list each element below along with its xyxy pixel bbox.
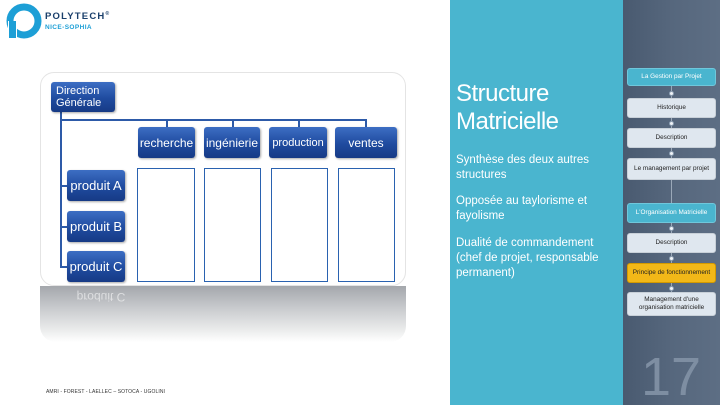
- product-connector: [60, 185, 67, 187]
- product-box-a: produit A: [67, 170, 125, 201]
- bullet-text: Dualité de commandement (chef de projet,…: [456, 237, 599, 279]
- vertical-connector: [60, 112, 62, 267]
- nav-dot: [669, 226, 674, 231]
- reflection-text: produit C: [76, 290, 126, 304]
- dept-box-ingenierie: ingénierie: [204, 127, 260, 158]
- nav-dot: [669, 256, 674, 261]
- product-box-c: produit C: [67, 251, 125, 282]
- dept-connector: [365, 119, 367, 127]
- slide-title-line-2: Matricielle: [456, 108, 559, 135]
- polytech-logo-icon: [6, 3, 42, 39]
- matrix-column-cell: [204, 168, 261, 282]
- dept-box-recherche: recherche: [138, 127, 195, 158]
- nav-dot: [669, 286, 674, 291]
- nav-dot: [669, 151, 674, 156]
- matrix-column-cell: [338, 168, 395, 282]
- dept-box-ventes: ventes: [335, 127, 397, 158]
- nav-item-principe-de-fonctionnement[interactable]: Principe de fonctionnement: [627, 263, 716, 283]
- slide-title-line-1: Structure: [456, 80, 549, 107]
- slide-title: Structure Matricielle: [456, 80, 559, 136]
- bullet-text: Opposée au taylorisme et fayolisme: [456, 195, 588, 222]
- nav-dot: [669, 121, 674, 126]
- dept-box-production: production: [269, 127, 327, 158]
- matrix-structure-diagram: produit C Direction Générale recherche i…: [40, 72, 406, 342]
- navigation-sidebar: La Gestion par Projet Historique Descrip…: [623, 0, 720, 405]
- bullet-text: Synthèse des deux autres structures: [456, 154, 589, 181]
- slide-content-panel: Structure Matricielle Synthèse des deux …: [450, 0, 623, 405]
- nav-dot: [669, 91, 674, 96]
- product-connector: [60, 266, 67, 268]
- nav-section-organisation-matricielle[interactable]: L'Organisation Matricielle: [627, 203, 716, 223]
- logo-name: POLYTECH®: [45, 11, 111, 23]
- nav-item-management-organisation-matricielle[interactable]: Management d'une organisation matriciell…: [627, 292, 716, 316]
- horizontal-connector: [60, 119, 366, 121]
- direction-generale-box: Direction Générale: [51, 82, 115, 112]
- nav-connector-line: [671, 80, 672, 300]
- dept-connector: [166, 119, 168, 127]
- product-box-b: produit B: [67, 211, 125, 242]
- nav-item-historique[interactable]: Historique: [627, 98, 716, 118]
- page-number: 17: [641, 347, 702, 405]
- matrix-column-cell: [271, 168, 328, 282]
- nav-item-description[interactable]: Description: [627, 128, 716, 148]
- logo-subtitle: NICE-SOPHIA: [45, 24, 93, 31]
- dept-connector: [298, 119, 300, 127]
- nav-item-description-2[interactable]: Description: [627, 233, 716, 253]
- product-connector: [60, 226, 67, 228]
- dept-connector: [232, 119, 234, 127]
- footer-authors: AMRI - FOREST - LAELLEC – SOTOCA - UGOLI…: [46, 389, 166, 395]
- matrix-column-cell: [137, 168, 195, 282]
- diagram-reflection: [40, 286, 406, 342]
- polytech-logo: POLYTECH® NICE-SOPHIA: [6, 3, 146, 39]
- nav-item-management-par-projet[interactable]: Le management par projet: [627, 158, 716, 180]
- nav-section-gestion-par-projet[interactable]: La Gestion par Projet: [627, 68, 716, 86]
- diagram-frame: [40, 72, 406, 286]
